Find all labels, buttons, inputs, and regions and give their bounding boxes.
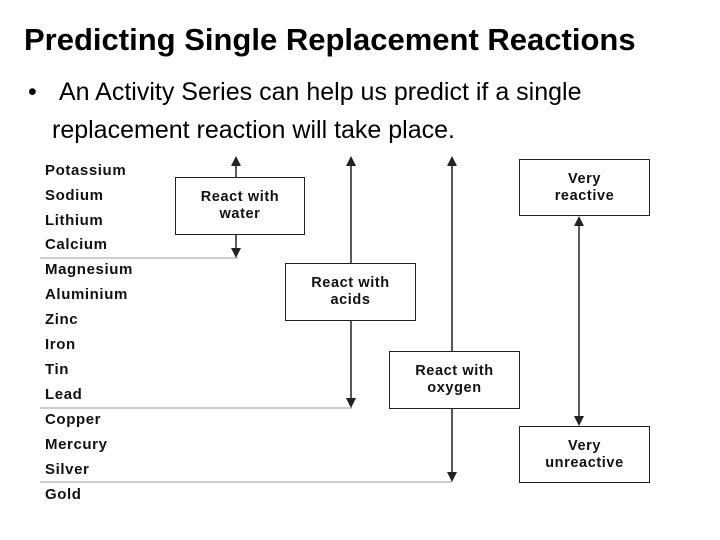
acids-arrow-down-head — [346, 398, 356, 408]
bullet-text-1: An Activity Series can help us predict i… — [59, 78, 582, 106]
metal-item: Calcium — [45, 236, 108, 253]
metal-item: Sodium — [45, 187, 104, 204]
oxygen-arrow-down-head — [447, 472, 457, 482]
metal-item: Lead — [45, 386, 83, 403]
bullet-text-2: replacement reaction will take place. — [52, 116, 455, 144]
metal-item: Tin — [45, 361, 70, 378]
metal-item: Mercury — [45, 436, 108, 453]
react-with-oxygen-box: React with oxygen — [389, 351, 520, 409]
oxygen-arrow-up-head — [447, 156, 457, 166]
react-with-acids-label: React with acids — [311, 275, 390, 308]
react-with-water-box: React with water — [175, 177, 305, 235]
very-unreactive-box: Very unreactive — [519, 426, 650, 483]
very-unreactive-label: Very unreactive — [545, 437, 624, 471]
metal-item: Silver — [45, 461, 90, 478]
react-with-oxygen-label: React with oxygen — [415, 363, 494, 396]
acids-arrow-up-head — [346, 156, 356, 166]
very-reactive-label: Very reactive — [554, 170, 615, 204]
metal-item: Zinc — [45, 311, 79, 328]
metal-item: Iron — [45, 336, 76, 353]
react-with-acids-box: React with acids — [285, 263, 416, 321]
metal-item: Copper — [45, 411, 102, 428]
react-with-water-label: React with water — [200, 189, 280, 222]
metal-item: Gold — [45, 486, 82, 503]
reactivity-arrow-up-head — [574, 216, 584, 226]
slide-title: Predicting Single Replacement Reactions — [24, 22, 636, 57]
water-arrow-down-head — [231, 248, 241, 258]
water-arrow-up-head — [231, 156, 241, 166]
metal-item: Lithium — [45, 212, 104, 229]
metal-item: Aluminium — [45, 286, 128, 303]
reactivity-arrow-down-head — [574, 416, 584, 426]
very-reactive-box: Very reactive — [519, 159, 650, 216]
bullet-dot: • — [28, 78, 37, 106]
metal-item: Potassium — [45, 162, 127, 179]
metal-item: Magnesium — [45, 261, 133, 278]
